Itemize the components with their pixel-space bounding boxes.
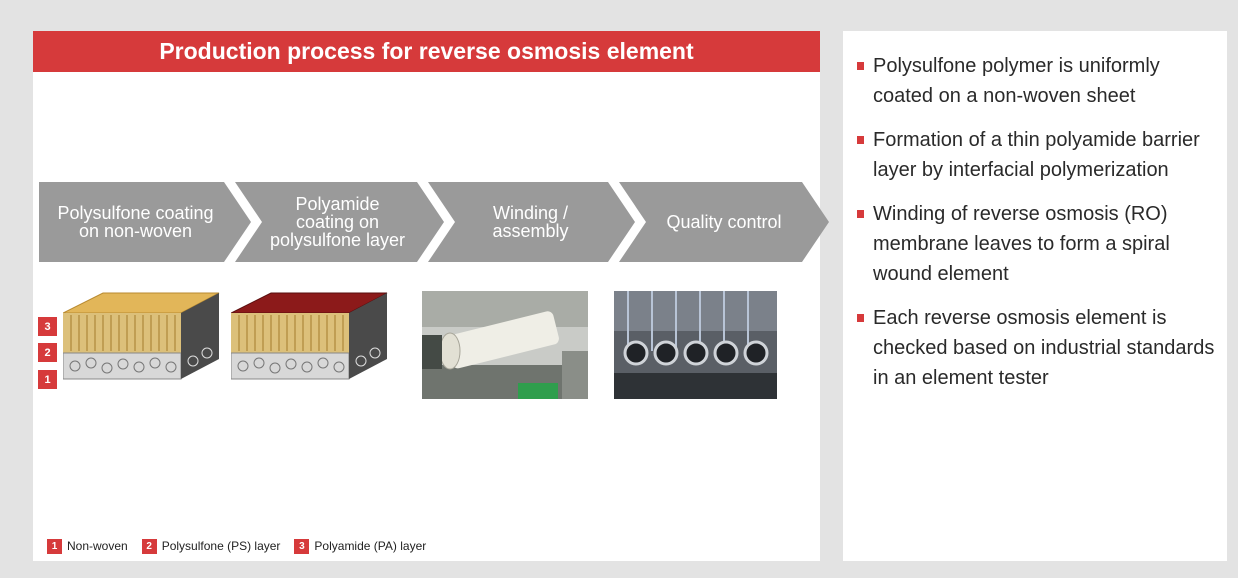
step-chevron-3 — [428, 182, 635, 262]
layer-badge-2: 2 — [38, 343, 57, 362]
bullet-item: Formation of a thin polyamide barrier la… — [857, 125, 1217, 185]
bullet-item: Winding of reverse osmosis (RO) membrane… — [857, 199, 1217, 289]
polysulfone-membrane-image — [63, 292, 220, 380]
step-label-3: Winding /assembly — [492, 203, 569, 241]
quality-control-photo — [614, 291, 777, 399]
layer-badge-1: 1 — [38, 370, 57, 389]
layer-badge-3: 3 — [38, 317, 57, 336]
winding-assembly-photo — [422, 291, 588, 399]
step-label-4: Quality control — [666, 212, 782, 232]
page-title: Production process for reverse osmosis e… — [33, 31, 820, 72]
bullet-item: Polysulfone polymer is uniformly coated … — [857, 51, 1217, 111]
bullet-icon — [857, 314, 864, 322]
bullet-icon — [857, 136, 864, 144]
process-chevrons — [39, 182, 829, 262]
bullet-list: Polysulfone polymer is uniformly coated … — [857, 51, 1217, 407]
bullet-icon — [857, 62, 864, 70]
polyamide-membrane-image — [231, 292, 388, 380]
step-chevron-4 — [619, 182, 829, 262]
bullet-icon — [857, 210, 864, 218]
description-panel: Polysulfone polymer is uniformly coated … — [843, 31, 1227, 561]
bullet-item: Each reverse osmosis element is checked … — [857, 303, 1217, 393]
process-panel: Production process for reverse osmosis e… — [33, 31, 829, 561]
step-chevron-1 — [39, 182, 251, 262]
step-chevron-2 — [235, 182, 444, 262]
